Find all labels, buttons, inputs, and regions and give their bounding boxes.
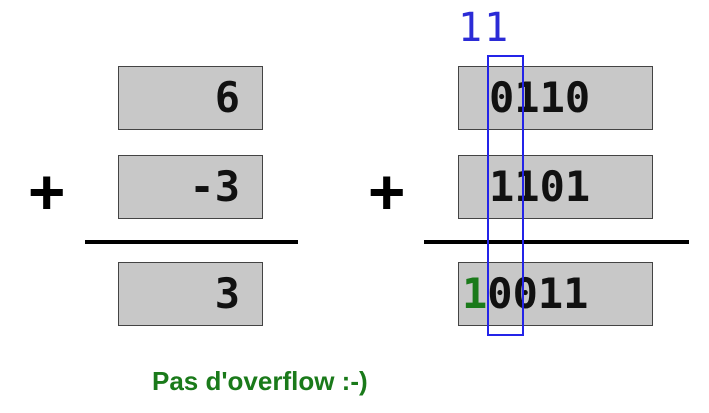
decimal-operand-a-box: 6 xyxy=(118,66,263,130)
binary-carry-digits: 11 xyxy=(458,5,511,51)
decimal-plus-sign: + xyxy=(28,156,66,228)
binary-plus-sign: + xyxy=(368,156,406,228)
decimal-operand-b-box: -3 xyxy=(118,155,263,219)
binary-sum-line xyxy=(424,240,689,244)
binary-overflow-digit: 1 xyxy=(462,269,488,318)
binary-operand-b-box: 1101 xyxy=(458,155,653,219)
overflow-caption: Pas d'overflow :-) xyxy=(152,366,368,396)
binary-operand-a-box: 0110 xyxy=(458,66,653,130)
decimal-result-box: 3 xyxy=(118,262,263,326)
decimal-result: 3 xyxy=(214,269,240,318)
decimal-sum-line xyxy=(85,240,298,244)
binary-result-digits: 0011 xyxy=(487,269,589,318)
decimal-operand-a: 6 xyxy=(214,73,240,122)
msb-column-highlight xyxy=(487,55,524,336)
binary-operand-b: 1101 xyxy=(489,162,591,211)
decimal-operand-b: -3 xyxy=(189,162,240,211)
binary-operand-a: 0110 xyxy=(489,73,591,122)
